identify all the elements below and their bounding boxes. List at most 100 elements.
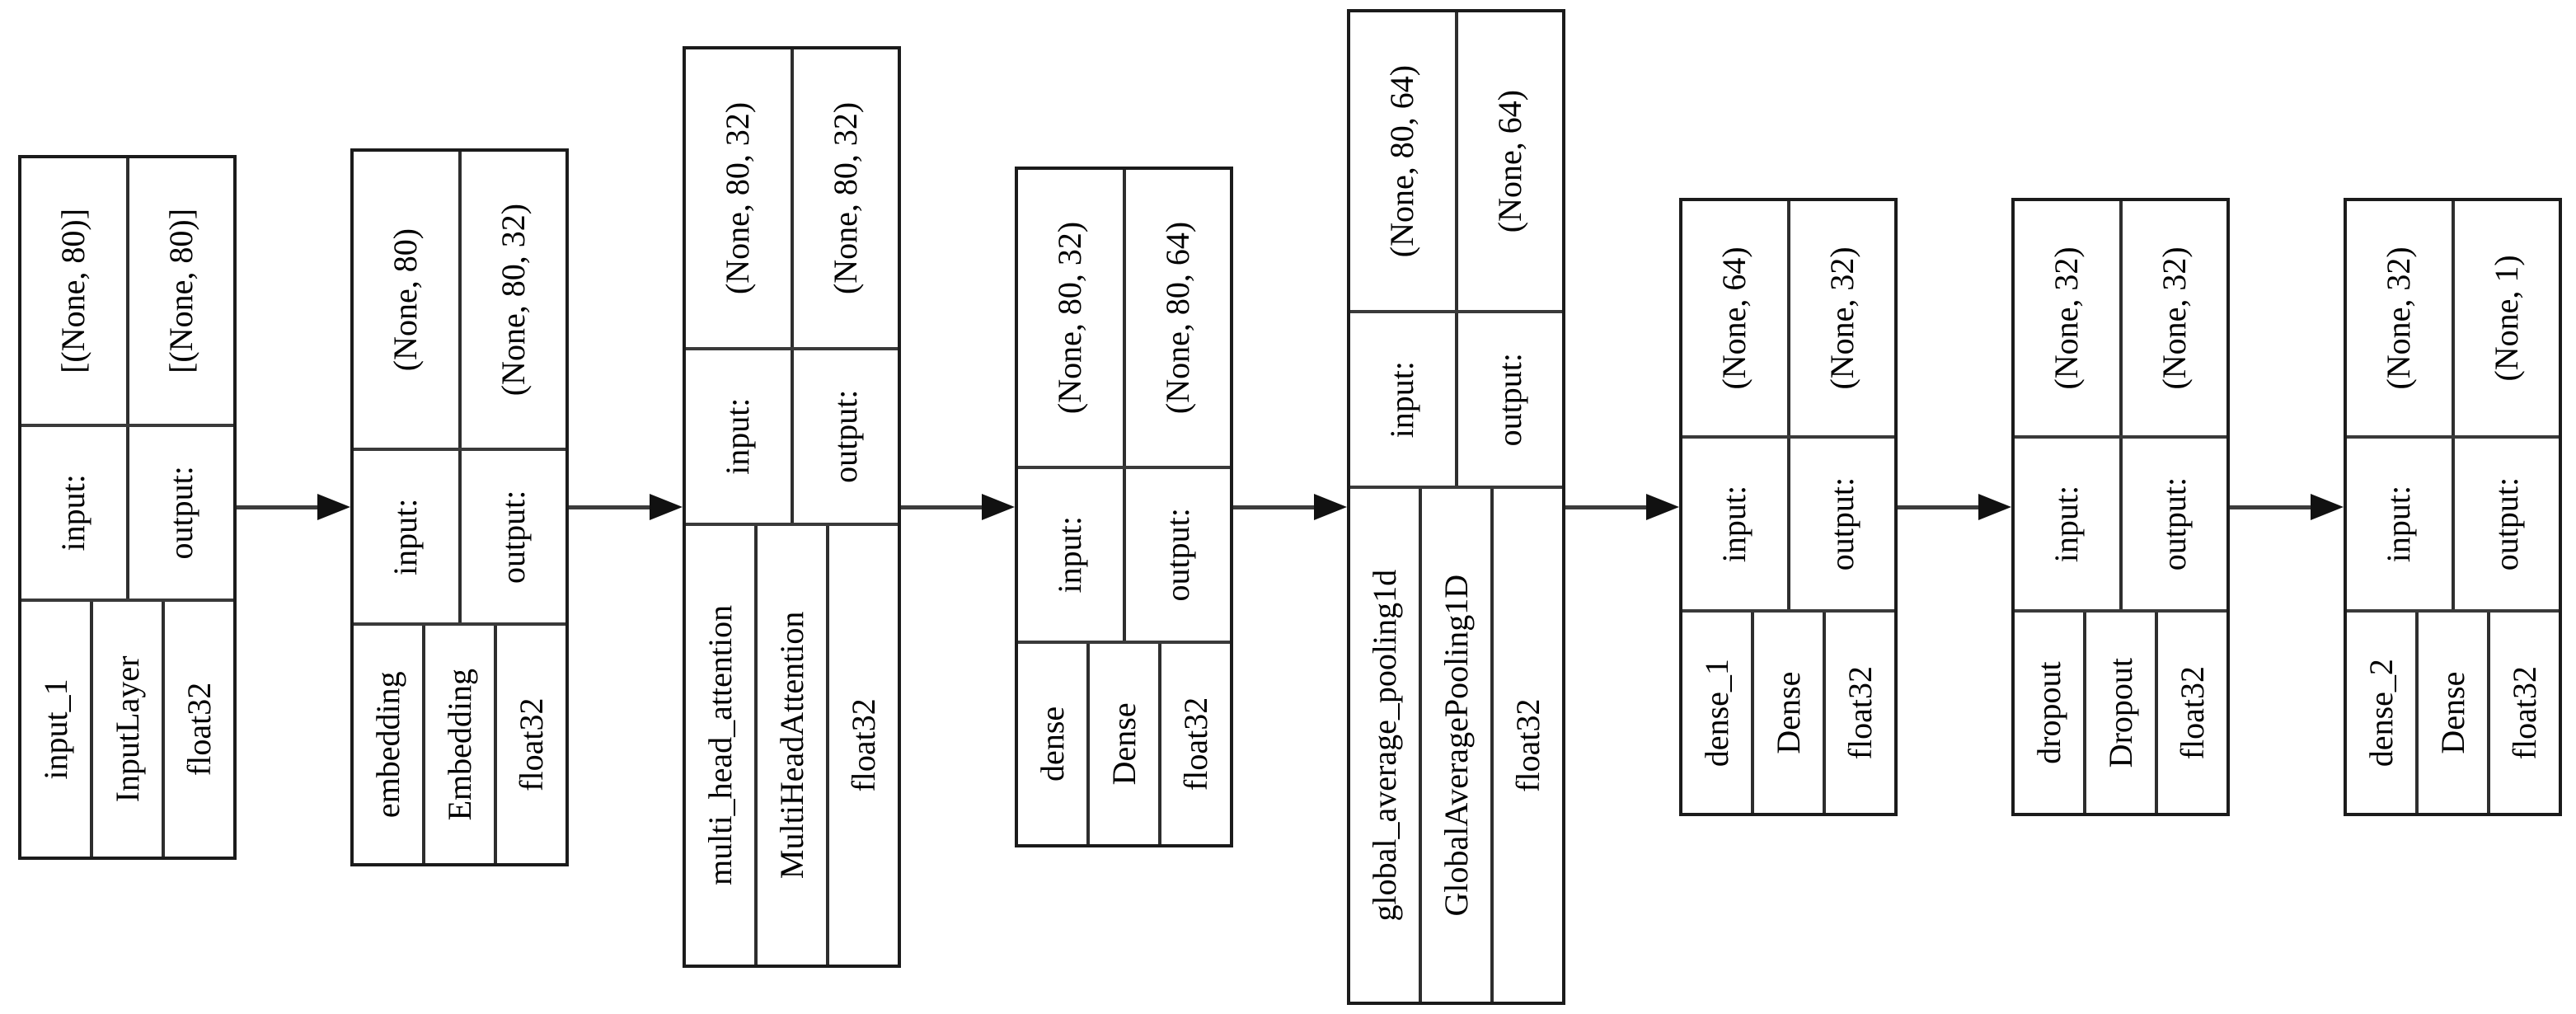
layer-node-dense_2: dense_2 Dense float32 input: output: (No… bbox=[2344, 198, 2562, 816]
output-label-cell: output: bbox=[2451, 438, 2559, 610]
layer-record: dense_1 Dense float32 input: output: (No… bbox=[1679, 198, 1898, 816]
layer-node-embedding: embedding Embedding float32 input: outpu… bbox=[350, 148, 569, 866]
input-label-cell: input: bbox=[1018, 468, 1123, 641]
layer-dtype-cell: float32 bbox=[1823, 613, 1894, 813]
flow-arrow-shaft bbox=[237, 505, 322, 509]
layer-name-cell: input_1 bbox=[21, 601, 90, 857]
layer-dtype-cell: float32 bbox=[1158, 643, 1230, 844]
output-label-cell: output: bbox=[1122, 468, 1230, 641]
layer-dtype-cell: float32 bbox=[162, 601, 233, 857]
io-label-column: input: output: bbox=[21, 426, 233, 602]
flow-arrow-shaft bbox=[901, 505, 987, 509]
layer-name-cell: dense_1 bbox=[1682, 613, 1751, 813]
output-shape-cell: (None, 32) bbox=[2119, 201, 2226, 435]
flow-arrow-shaft bbox=[1898, 505, 1983, 509]
layer-table: input_1 InputLayer float32 input: output… bbox=[18, 155, 237, 860]
layer-name-cell: dense bbox=[1018, 643, 1086, 844]
input-label-cell: input: bbox=[2347, 438, 2452, 610]
layer-name-cell: multi_head_attention bbox=[686, 525, 754, 965]
input-label-cell: input: bbox=[686, 350, 791, 523]
layer-identity-column: input_1 InputLayer float32 bbox=[21, 601, 233, 857]
shape-column: [(None, 80)] [(None, 80)] bbox=[21, 158, 233, 427]
layer-node-global_average_pooling1d: global_average_pooling1d GlobalAveragePo… bbox=[1347, 9, 1565, 1005]
flow-arrow-shaft bbox=[2230, 505, 2316, 509]
layer-type-cell: Dense bbox=[1751, 613, 1823, 813]
input-shape-cell: (None, 32) bbox=[2015, 201, 2119, 435]
layer-record: multi_head_attention MultiHeadAttention … bbox=[683, 46, 901, 968]
shape-column: (None, 32) (None, 32) bbox=[2015, 201, 2226, 439]
arrowhead-icon bbox=[982, 494, 1015, 520]
flow-arrow-shaft bbox=[1565, 505, 1651, 509]
layer-identity-column: dense_1 Dense float32 bbox=[1682, 613, 1894, 813]
input-shape-cell: (None, 32) bbox=[2347, 201, 2452, 435]
output-shape-cell: (None, 80, 32) bbox=[457, 151, 565, 448]
io-label-column: input: output: bbox=[686, 350, 898, 526]
arrowhead-icon bbox=[317, 494, 350, 520]
output-label-cell: output: bbox=[1786, 438, 1894, 610]
input-shape-cell: (None, 80, 32) bbox=[686, 49, 791, 347]
layer-type-cell: Embedding bbox=[422, 626, 494, 863]
layer-identity-column: embedding Embedding float32 bbox=[354, 626, 565, 863]
output-label-cell: output: bbox=[1454, 313, 1562, 486]
layer-identity-column: dense Dense float32 bbox=[1018, 643, 1230, 844]
layer-record: global_average_pooling1d GlobalAveragePo… bbox=[1347, 9, 1565, 1005]
input-label-cell: input: bbox=[1350, 313, 1455, 486]
layer-dtype-cell: float32 bbox=[1490, 489, 1562, 1002]
arrowhead-icon bbox=[650, 494, 683, 520]
shape-column: (None, 80, 32) (None, 80, 32) bbox=[686, 49, 898, 350]
output-shape-cell: [(None, 80)] bbox=[125, 158, 233, 424]
output-shape-cell: (None, 32) bbox=[1786, 201, 1894, 435]
output-shape-cell: (None, 1) bbox=[2451, 201, 2559, 435]
output-label-cell: output: bbox=[2119, 438, 2226, 610]
layer-node-dense: dense Dense float32 input: output: (None… bbox=[1015, 167, 1233, 847]
layer-type-cell: MultiHeadAttention bbox=[754, 525, 826, 965]
io-label-column: input: output: bbox=[2347, 438, 2559, 613]
layer-table: dense_1 Dense float32 input: output: (No… bbox=[1679, 198, 1898, 816]
arrowhead-icon bbox=[1646, 494, 1679, 520]
layer-record: embedding Embedding float32 input: outpu… bbox=[350, 148, 569, 866]
shape-column: (None, 80, 32) (None, 80, 64) bbox=[1018, 170, 1230, 469]
io-label-column: input: output: bbox=[1350, 313, 1562, 490]
layer-record: input_1 InputLayer float32 input: output… bbox=[18, 155, 237, 860]
layer-identity-column: dropout Dropout float32 bbox=[2015, 613, 2226, 813]
layer-name-cell: dropout bbox=[2015, 613, 2083, 813]
shape-column: (None, 32) (None, 1) bbox=[2347, 201, 2559, 439]
layer-identity-column: dense_2 Dense float32 bbox=[2347, 613, 2559, 813]
output-label-cell: output: bbox=[457, 451, 565, 623]
layer-dtype-cell: float32 bbox=[2155, 613, 2226, 813]
shape-column: (None, 64) (None, 32) bbox=[1682, 201, 1894, 439]
io-label-column: input: output: bbox=[1018, 468, 1230, 644]
layer-type-cell: Dense bbox=[1086, 643, 1158, 844]
layer-table: multi_head_attention MultiHeadAttention … bbox=[683, 46, 901, 968]
input-shape-cell: (None, 80, 32) bbox=[1018, 170, 1123, 466]
output-shape-cell: (None, 64) bbox=[1454, 12, 1562, 311]
layer-name-cell: embedding bbox=[354, 626, 422, 863]
output-label-cell: output: bbox=[790, 350, 898, 523]
arrowhead-icon bbox=[1978, 494, 2011, 520]
arrowhead-icon bbox=[2311, 494, 2344, 520]
layer-table: dense Dense float32 input: output: (None… bbox=[1015, 167, 1233, 847]
output-shape-cell: (None, 80, 64) bbox=[1122, 170, 1230, 466]
input-label-cell: input: bbox=[2015, 438, 2119, 610]
input-shape-cell: [(None, 80)] bbox=[21, 158, 126, 424]
io-label-column: input: output: bbox=[1682, 438, 1894, 613]
input-shape-cell: (None, 64) bbox=[1682, 201, 1787, 435]
flow-arrow-shaft bbox=[569, 505, 655, 509]
layer-node-dropout: dropout Dropout float32 input: output: (… bbox=[2011, 198, 2230, 816]
input-label-cell: input: bbox=[21, 426, 126, 599]
layer-type-cell: Dense bbox=[2415, 613, 2487, 813]
layer-table: global_average_pooling1d GlobalAveragePo… bbox=[1347, 9, 1565, 1005]
layer-dtype-cell: float32 bbox=[826, 525, 898, 965]
output-label-cell: output: bbox=[125, 426, 233, 599]
layer-type-cell: Dropout bbox=[2083, 613, 2155, 813]
layer-record: dense_2 Dense float32 input: output: (No… bbox=[2344, 198, 2562, 816]
layer-dtype-cell: float32 bbox=[2487, 613, 2559, 813]
layer-table: embedding Embedding float32 input: outpu… bbox=[350, 148, 569, 866]
io-label-column: input: output: bbox=[2015, 438, 2226, 613]
input-shape-cell: (None, 80) bbox=[354, 151, 458, 448]
input-shape-cell: (None, 80, 64) bbox=[1350, 12, 1455, 311]
layer-name-cell: dense_2 bbox=[2347, 613, 2415, 813]
arrowhead-icon bbox=[1314, 494, 1347, 520]
layer-table: dense_2 Dense float32 input: output: (No… bbox=[2344, 198, 2562, 816]
